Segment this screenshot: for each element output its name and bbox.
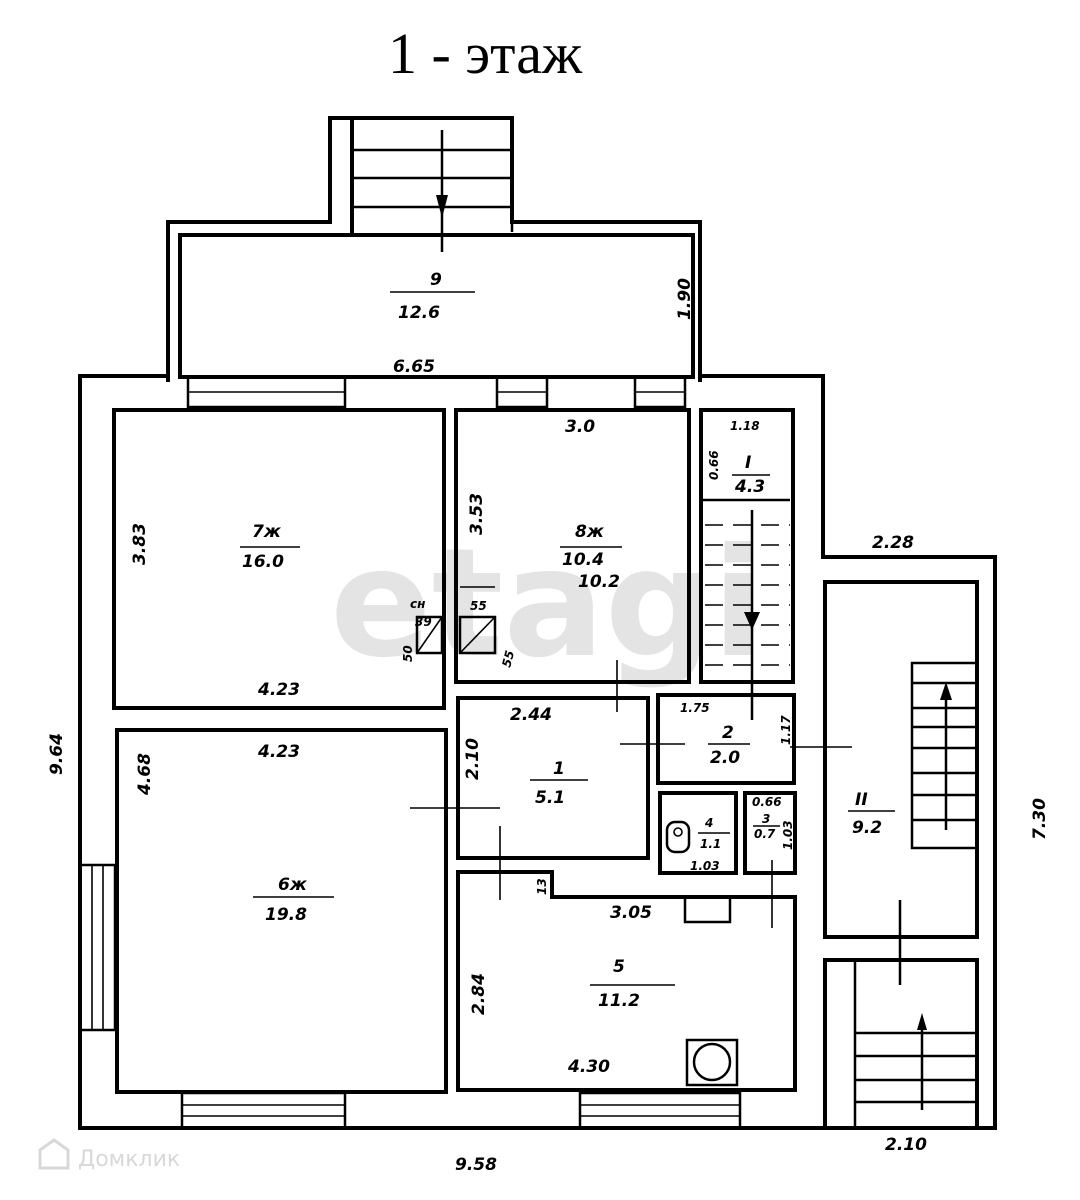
room-1-outline [456,696,650,860]
svg-text:0.7: 0.7 [754,827,776,841]
svg-text:4.3: 4.3 [734,477,765,497]
svg-text:9.64: 9.64 [47,733,67,775]
svg-text:5.1: 5.1 [535,788,565,808]
room-I-outline [699,408,795,684]
dimension-labels: 6.65 3.0 1.18 4.23 4.23 2.28 2.44 1.75 1… [47,278,1050,1175]
svg-text:6.65: 6.65 [393,357,435,377]
svg-text:3.53: 3.53 [467,493,487,535]
house-icon [38,1138,70,1170]
svg-text:9: 9 [430,270,442,290]
svg-text:0.66: 0.66 [707,450,721,480]
svg-text:16.0: 16.0 [242,552,284,572]
svg-text:55: 55 [470,599,487,613]
domclick-watermark: Домклик [38,1138,180,1172]
svg-text:1.1: 1.1 [700,837,721,851]
room-label-5: 5 11.2 [590,957,675,1011]
svg-text:5: 5 [613,957,625,977]
stove-icon [415,615,444,655]
svg-text:7ж: 7ж [252,522,282,542]
svg-text:Домклик: Домклик [78,1147,180,1172]
svg-text:9.58: 9.58 [455,1155,497,1175]
svg-text:1.17: 1.17 [779,715,793,745]
svg-text:50: 50 [401,645,415,662]
svg-text:1.03: 1.03 [690,859,720,873]
svg-text:2.10: 2.10 [885,1135,927,1155]
svg-text:2.0: 2.0 [710,748,740,768]
toilet-icon [665,820,691,854]
stairs-I [703,498,790,720]
stairs-bottom [853,900,977,1128]
svg-text:9.2: 9.2 [852,818,882,838]
room-label-4: 4 1.1 [698,816,730,851]
room-3-outline [743,791,797,875]
svg-text:1.03: 1.03 [781,820,795,850]
room-7-outline [112,408,446,710]
arrow-up-icon [917,1013,927,1030]
windows [78,375,742,1130]
svg-text:1.18: 1.18 [730,419,760,433]
svg-text:2.84: 2.84 [469,973,489,1015]
svg-text:I: I [745,453,751,473]
stairs-II [910,661,979,850]
svg-text:3.05: 3.05 [610,903,652,923]
svg-text:3.0: 3.0 [565,417,595,437]
outer-walls [78,374,997,1130]
room-5-outline [456,870,797,1092]
svg-text:2.28: 2.28 [872,533,914,553]
svg-text:8ж: 8ж [575,522,605,542]
svg-text:39: 39 [415,615,432,629]
room-II-outline [823,580,979,939]
svg-text:6ж: 6ж [278,875,308,895]
room-label-2: 2 2.0 [708,723,750,768]
svg-text:4.23: 4.23 [257,680,300,700]
svg-text:11.2: 11.2 [598,991,640,1011]
svg-text:2: 2 [722,723,734,743]
svg-text:12.6: 12.6 [398,303,440,323]
svg-text:3.83: 3.83 [130,523,150,565]
svg-text:II: II [855,790,868,810]
svg-text:10.2: 10.2 [578,572,620,592]
svg-text:4.23: 4.23 [257,742,300,762]
door-marks [410,586,852,928]
fixtures [415,615,739,1087]
svg-text:3: 3 [762,812,770,826]
arrow-down-icon [744,612,760,630]
svg-text:7.30: 7.30 [1030,798,1050,840]
room-label-7: 7ж 16.0 [240,522,300,572]
room-8-outline [454,408,691,684]
svg-text:4.68: 4.68 [135,753,155,796]
svg-text:сн: сн [410,597,425,611]
room-label-I: I 4.3 [732,453,770,497]
svg-text:55: 55 [499,649,517,669]
arrow-down-icon [436,195,448,218]
entrance-stairs [166,116,702,382]
room-label-II: II 9.2 [848,790,895,838]
room-2-outline [656,693,796,785]
watermark-etagi: etagi [330,517,763,691]
svg-text:2.10: 2.10 [463,738,483,780]
boiler-icon [685,1038,739,1087]
room-9-outline [178,233,695,379]
room-label-8: 8ж 10.4 10.2 [560,522,622,592]
svg-text:13: 13 [535,878,549,895]
room-label-3: 3 0.7 [753,812,780,841]
sink-icon [683,895,732,924]
svg-text:19.8: 19.8 [265,905,307,925]
svg-text:1: 1 [553,759,565,779]
svg-text:2.44: 2.44 [510,705,552,725]
svg-text:1.75: 1.75 [680,701,710,715]
room-6-outline [115,728,448,1094]
svg-text:1.90: 1.90 [675,278,695,320]
floor-title: 1 - этаж [387,21,583,86]
svg-text:10.4: 10.4 [562,550,604,570]
svg-text:4: 4 [704,816,713,830]
svg-text:0.66: 0.66 [752,795,782,809]
stove-icon [458,615,497,655]
room-label-9: 9 12.6 [390,270,475,323]
arrow-up-icon [940,682,952,700]
svg-text:4.30: 4.30 [567,1057,610,1077]
room-label-1: 1 5.1 [530,759,588,808]
room-label-6: 6ж 19.8 [253,875,334,925]
room-4-outline [658,791,738,875]
